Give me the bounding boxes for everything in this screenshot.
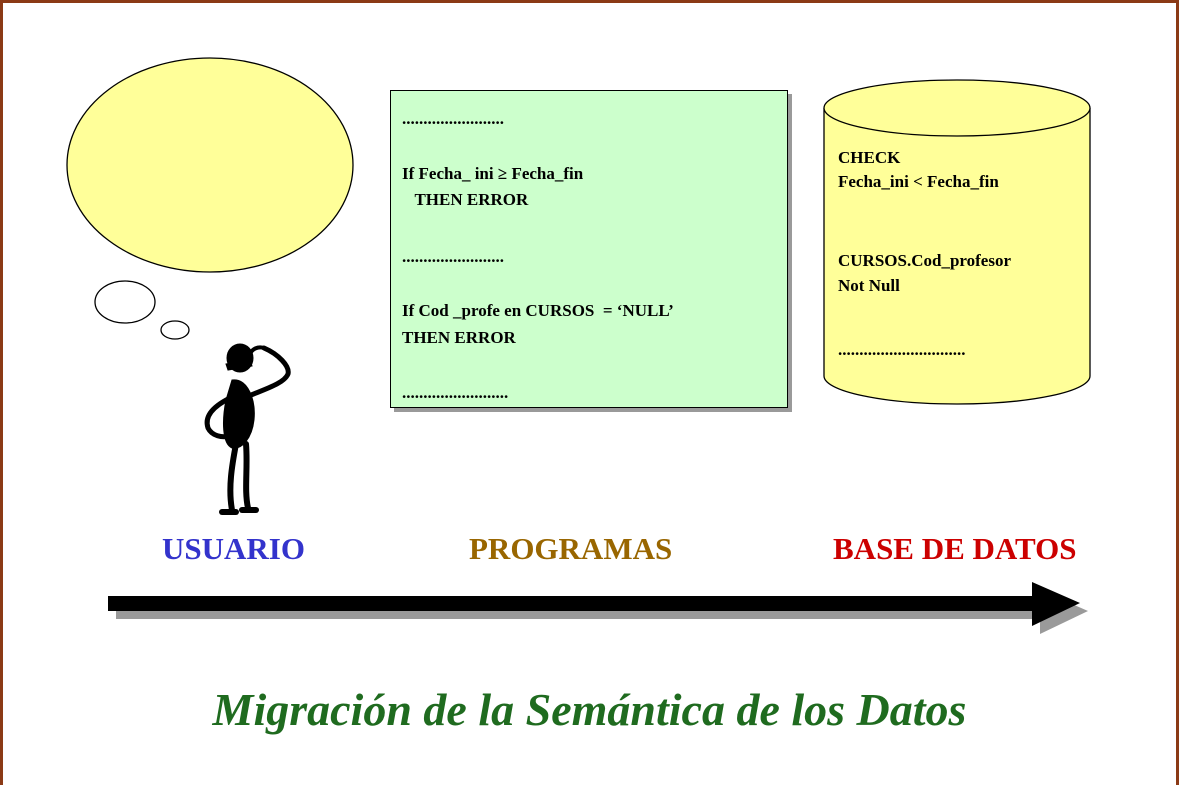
db-line-dots: .............................. xyxy=(838,340,966,359)
thought-bubble-small xyxy=(160,320,190,340)
db-line-check: CHECK xyxy=(838,148,901,167)
program-line-then-error-2: THEN ERROR xyxy=(402,328,516,347)
label-base-de-datos: BASE DE DATOS xyxy=(833,531,1077,566)
program-line-dots-2: ........................ xyxy=(402,247,504,266)
thought-bubble-main xyxy=(66,57,354,273)
db-line-fecha-check: Fecha_ini < Fecha_fin xyxy=(838,172,999,191)
program-line-if-fecha: If Fecha_ ini ≥ Fecha_fin xyxy=(402,164,584,183)
program-line-dots-1: ........................ xyxy=(402,109,504,128)
db-line-not-null: Not Null xyxy=(838,276,900,295)
thinking-person-icon xyxy=(204,343,291,515)
program-line-then-error-1: THEN ERROR xyxy=(402,190,529,209)
label-programas: PROGRAMAS xyxy=(469,531,673,566)
arrow-shaft xyxy=(108,596,1038,611)
migration-arrow xyxy=(108,582,1088,634)
label-usuario: USUARIO xyxy=(162,531,305,566)
program-line-dots-3: ......................... xyxy=(402,383,509,402)
arrow-head xyxy=(1032,582,1080,626)
db-line-cursos-cod: CURSOS.Cod_profesor xyxy=(838,251,1012,270)
database-cylinder-icon xyxy=(823,79,1091,405)
thought-bubble xyxy=(66,57,354,340)
program-line-if-cod-profe: If Cod _profe en CURSOS = ‘NULL’ xyxy=(402,301,674,320)
thought-bubble-medium xyxy=(94,280,156,324)
programs-box: ........................ If Fecha_ ini ≥… xyxy=(390,90,788,408)
slide-caption: Migración de la Semántica de los Datos xyxy=(212,684,967,735)
